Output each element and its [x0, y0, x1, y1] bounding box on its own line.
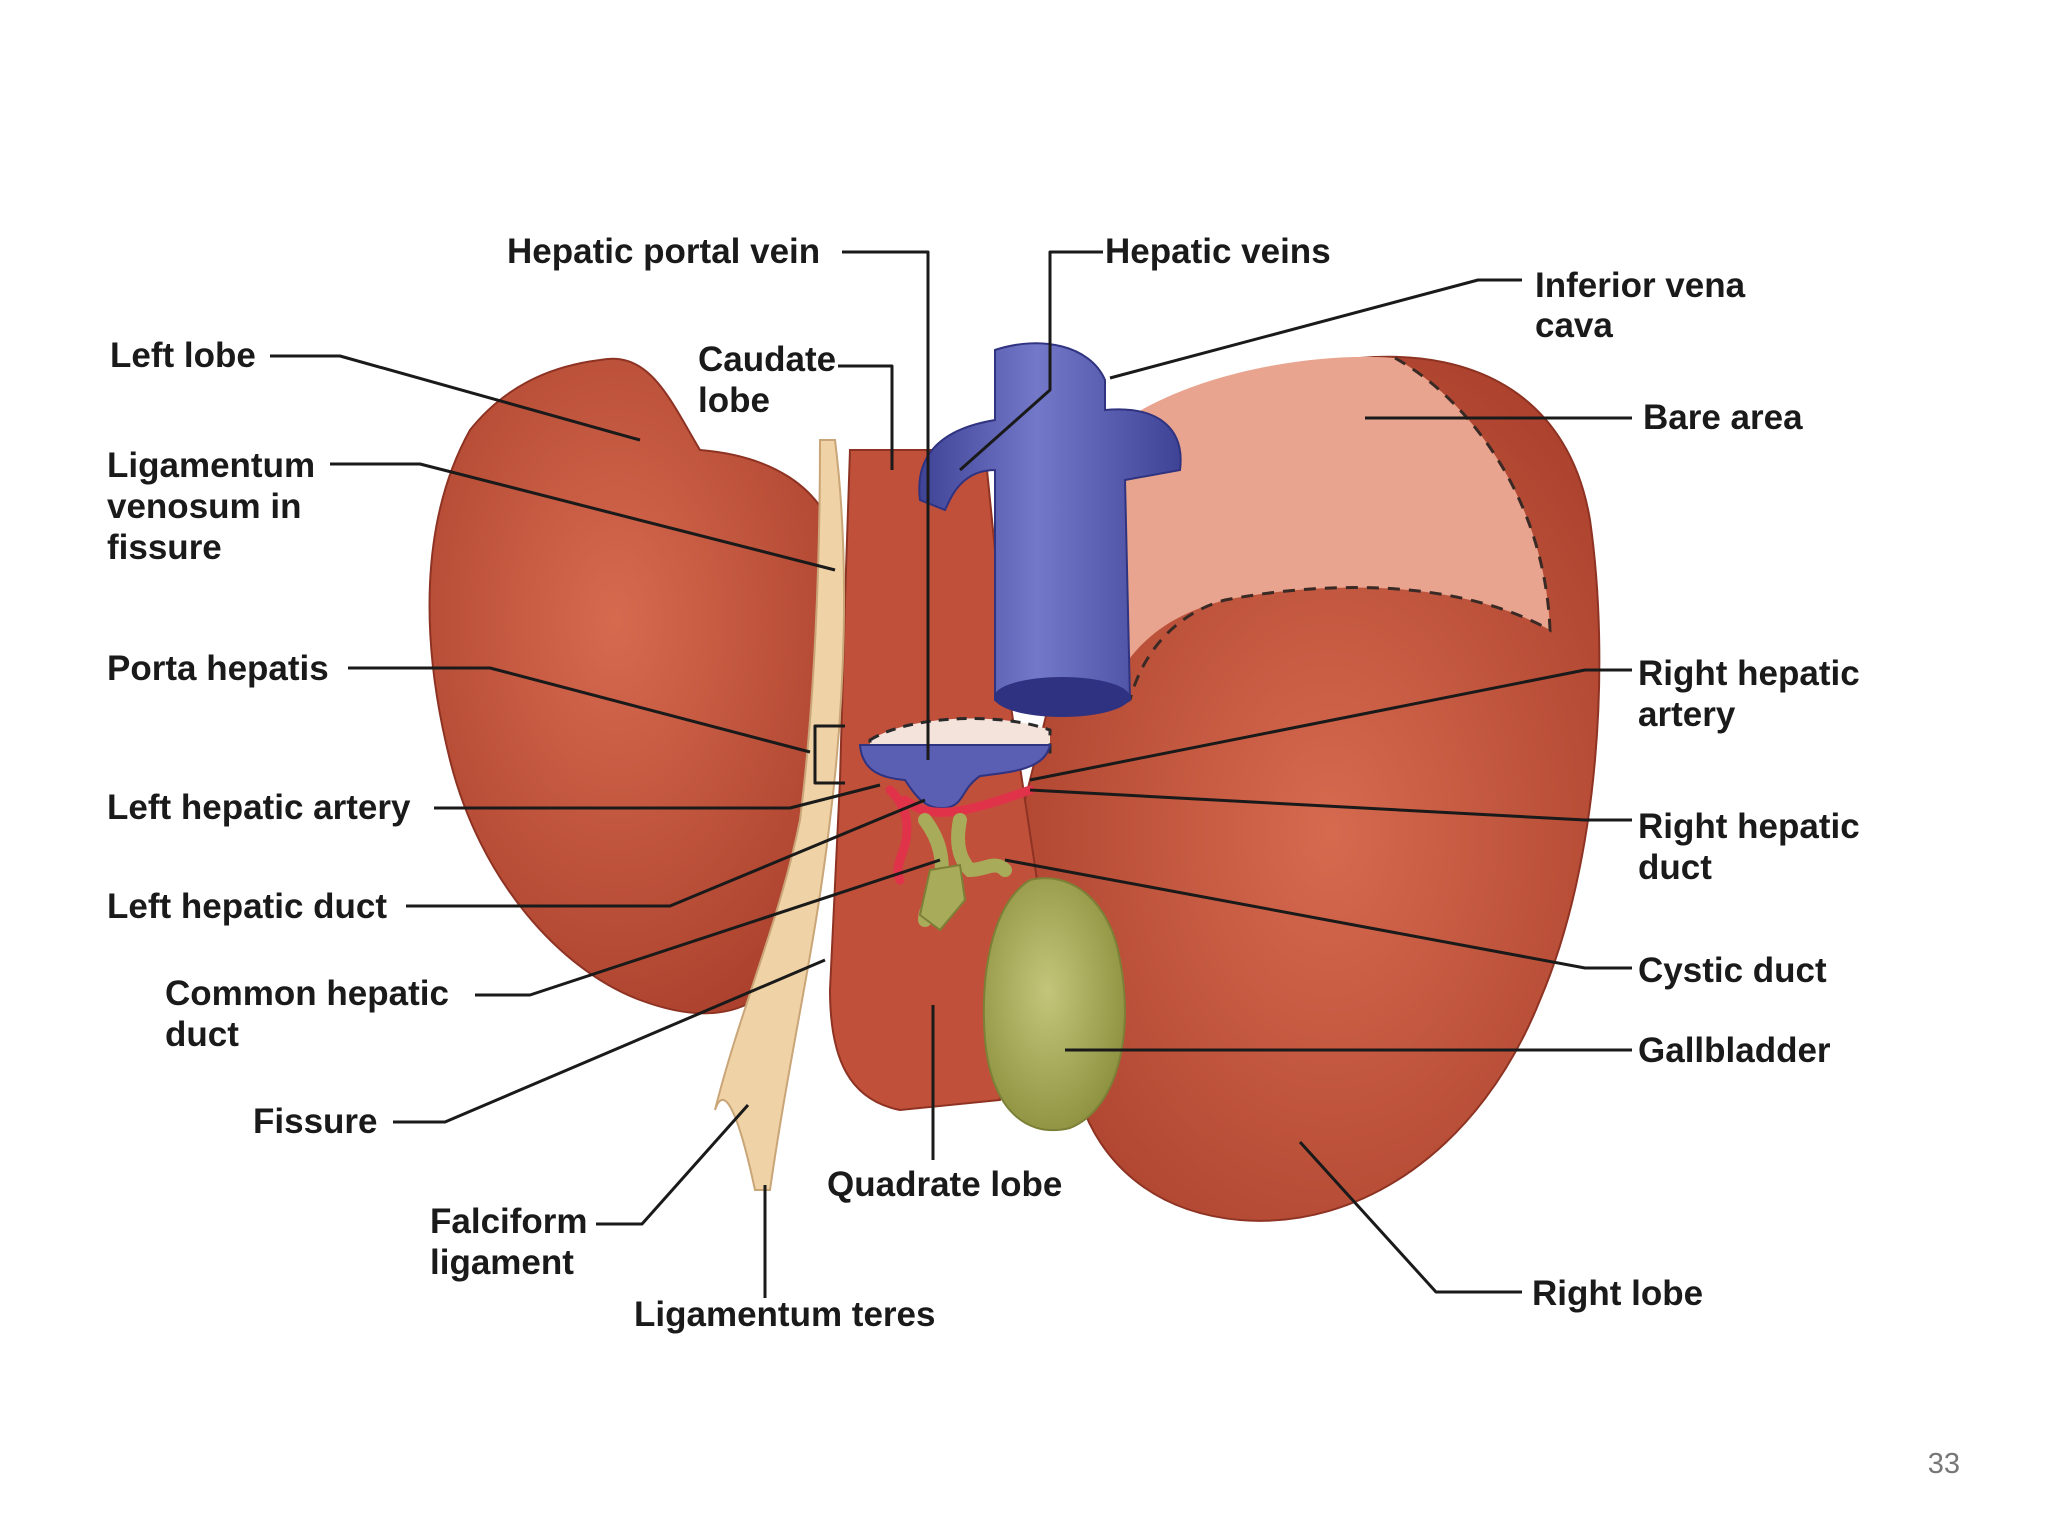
leader-falciform-ligament: [596, 1104, 750, 1226]
leader-fissure: [393, 958, 826, 1124]
leader-ligamentum-venosum: [330, 462, 836, 572]
leader-caudate-lobe: [838, 364, 894, 470]
label-right-lobe: Right lobe: [1532, 1274, 1703, 1313]
left-lobe-shape: [428, 357, 844, 1015]
label-ligamentum-venosum: Ligamentum venosum in fissure: [107, 446, 325, 567]
leader-common-hepatic-duct: [475, 858, 941, 997]
label-fissure: Fissure: [253, 1102, 378, 1141]
bare-area-shape: [1110, 356, 1550, 690]
porta-hepatis-bracket: [813, 724, 845, 785]
label-right-hepatic-artery: Right hepatic artery: [1638, 654, 1869, 734]
gallbladder-shape: [982, 877, 1126, 1131]
label-cystic-duct: Cystic duct: [1638, 951, 1827, 990]
leader-left-hepatic-artery: [434, 783, 881, 810]
leader-hepatic-portal-vein: [842, 250, 930, 760]
label-left-lobe: Left lobe: [110, 336, 256, 375]
label-right-hepatic-duct: Right hepatic duct: [1638, 807, 1869, 887]
label-common-hepatic-duct: Common hepatic duct: [165, 974, 459, 1054]
label-bare-area: Bare area: [1643, 398, 1803, 437]
leader-cystic-duct: [1004, 858, 1632, 970]
leader-left-lobe: [270, 354, 641, 442]
label-left-hepatic-duct: Left hepatic duct: [107, 887, 387, 926]
leader-lines: [270, 250, 1632, 1298]
label-inferior-vena-cava: Inferior vena cava: [1535, 266, 1755, 345]
label-hepatic-portal-vein: Hepatic portal vein: [507, 232, 820, 271]
leader-left-hepatic-duct: [406, 798, 926, 908]
bare-area-border: [1128, 356, 1552, 701]
leader-right-hepatic-duct: [1029, 788, 1632, 822]
label-gallbladder: Gallbladder: [1638, 1031, 1831, 1070]
falciform-ligament-shape: [714, 439, 846, 1191]
label-left-hepatic-artery: Left hepatic artery: [107, 788, 411, 827]
page-number: 33: [1927, 1448, 1960, 1480]
label-caudate-lobe: Caudate lobe: [698, 340, 846, 420]
label-falciform-ligament: Falciform ligament: [430, 1202, 597, 1282]
leader-right-lobe: [1298, 1140, 1522, 1294]
label-quadrate-lobe: Quadrate lobe: [827, 1165, 1062, 1204]
labels: Hepatic portal vein Hepatic veins Inferi…: [107, 232, 1869, 1334]
label-hepatic-veins: Hepatic veins: [1105, 232, 1331, 271]
label-porta-hepatis: Porta hepatis: [107, 649, 329, 688]
leader-inferior-vena-cava: [1109, 278, 1522, 380]
vena-cava-opening: [994, 677, 1130, 717]
leader-porta-hepatis: [348, 666, 811, 754]
label-ligamentum-teres: Ligamentum teres: [634, 1295, 935, 1334]
common-hepatic-duct-shape: [918, 863, 967, 932]
leader-right-hepatic-artery: [1029, 668, 1632, 782]
porta-hepatis-shape: [868, 717, 1052, 754]
leader-hepatic-veins: [959, 250, 1103, 472]
